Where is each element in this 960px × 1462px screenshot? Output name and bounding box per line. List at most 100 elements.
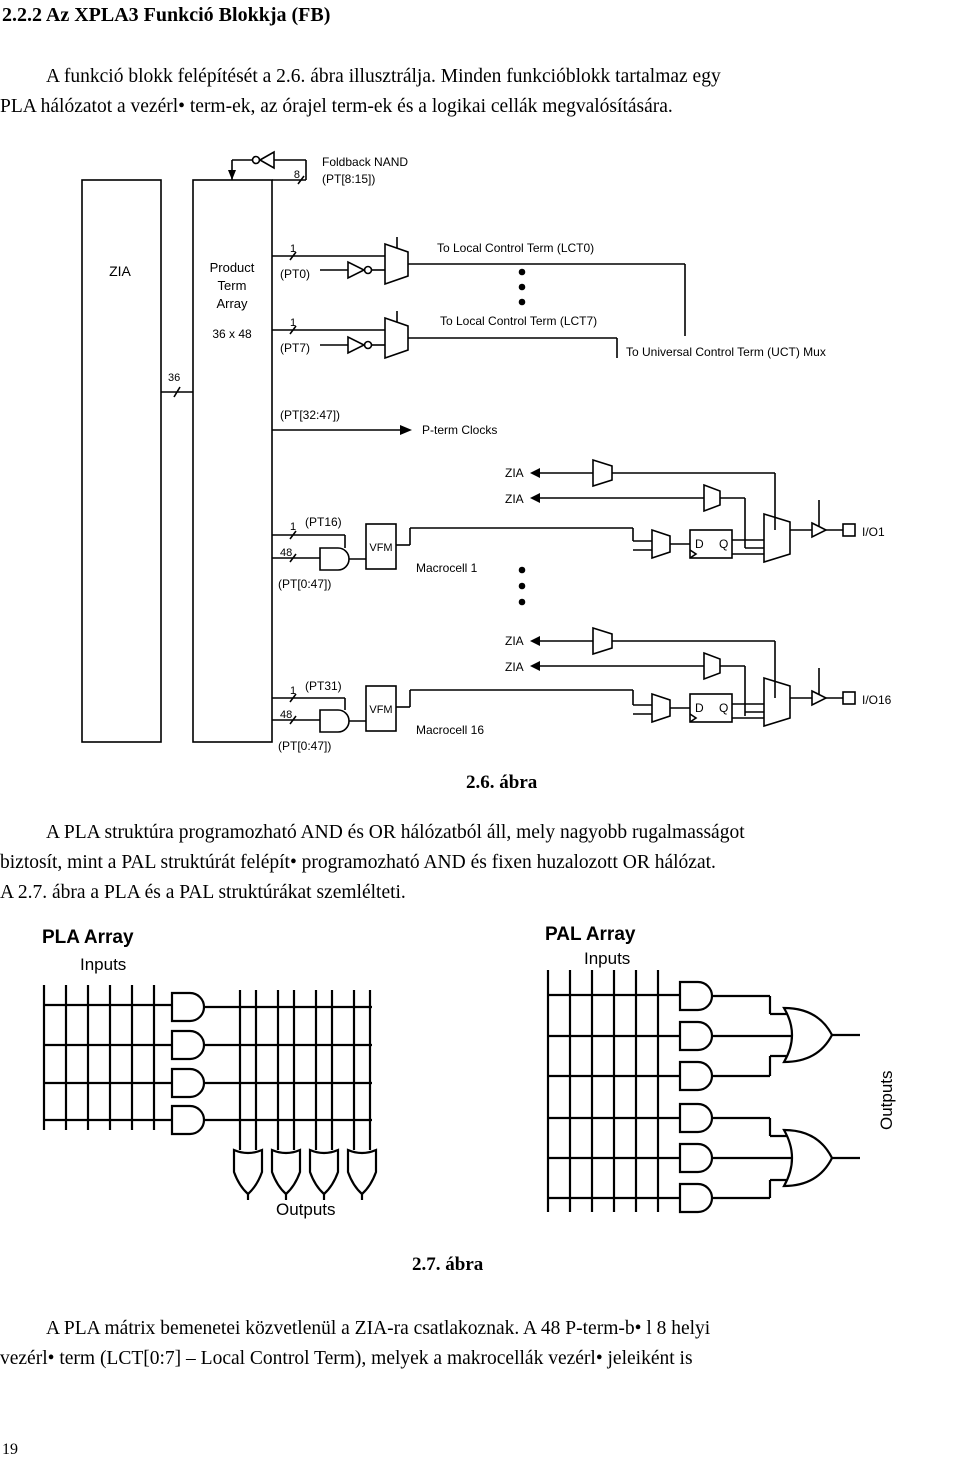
svg-text:(PT[0:47]): (PT[0:47]) xyxy=(278,739,331,753)
intro-line-1: A funkció blokk felépítését a 2.6. ábra … xyxy=(46,66,721,87)
svg-text:Q: Q xyxy=(719,537,728,551)
and-gate-icon xyxy=(678,1102,714,1134)
or-gate-icon xyxy=(308,1148,340,1196)
figure-2-7-caption: 2.7. ábra xyxy=(412,1254,484,1275)
and-gate-icon xyxy=(678,1182,714,1214)
and-gate-icon xyxy=(678,1020,714,1052)
io16-label: I/O16 xyxy=(862,693,892,707)
pta-label-1: Product xyxy=(210,260,255,275)
pla-line-3: A 2.7. ábra a PLA és a PAL struktúrákat … xyxy=(0,882,406,903)
mux-icon xyxy=(651,528,671,560)
or-gate-icon xyxy=(782,1128,834,1188)
svg-text:48: 48 xyxy=(280,547,292,559)
svg-text:(PT[0:47]): (PT[0:47]) xyxy=(278,577,331,591)
io-pad xyxy=(842,523,856,537)
matrix-line-2: vezérl• term (LCT[0:7] – Local Control T… xyxy=(0,1348,693,1369)
foldback-label-2: (PT[8:15]) xyxy=(322,172,375,186)
inverter-icon xyxy=(347,335,366,355)
pla-paragraph: A PLA struktúra programozható AND és OR … xyxy=(0,818,958,908)
macrocell-16: ZIA ZIA 1 (PT31) 48 (PT[0:47]) VFM Macro… xyxy=(272,626,892,753)
and-gate-icon xyxy=(170,1067,206,1099)
pal-array-diagram: PAL Array Inputs xyxy=(545,924,896,1214)
svg-text:1: 1 xyxy=(290,317,296,329)
or-gate-icon xyxy=(782,1006,834,1064)
section-heading: 2.2.2 Az XPLA3 Funkció Blokkja (FB) xyxy=(2,4,331,26)
d-flipflop xyxy=(689,529,733,559)
mux-icon xyxy=(384,316,409,360)
figure-2-6-xpla3-function-block: ZIA 36 Product Term Array 36 x 48 8 Fold… xyxy=(81,150,892,753)
mux-icon xyxy=(703,651,721,681)
buffer-icon xyxy=(811,521,828,539)
vfm-block xyxy=(365,523,397,570)
svg-text:ZIA: ZIA xyxy=(505,466,524,480)
page-number: 19 xyxy=(2,1441,18,1458)
pla-line-1: A PLA struktúra programozható AND és OR … xyxy=(46,822,745,843)
mux-icon xyxy=(592,458,613,488)
and-gate-icon xyxy=(319,547,350,571)
or-gate-icon xyxy=(270,1148,302,1196)
pla-inputs-label: Inputs xyxy=(80,955,126,974)
pta-label-3: Array xyxy=(216,296,248,311)
pt0-label: (PT0) xyxy=(280,267,310,281)
or-gate-icon xyxy=(232,1148,264,1196)
svg-text:(PT31): (PT31) xyxy=(305,679,342,693)
mux-icon xyxy=(651,692,671,724)
pal-title: PAL Array xyxy=(545,924,636,945)
matrix-line-1: A PLA mátrix bemenetei közvetlenül a ZIA… xyxy=(46,1318,711,1339)
svg-text:8: 8 xyxy=(294,169,300,181)
figure-2-7-pla-pal-arrays: PLA Array Inputs xyxy=(42,924,896,1219)
pla-line-2: biztosít, mint a PAL struktúrát felépít•… xyxy=(0,852,716,873)
foldback-nand-icon xyxy=(258,150,275,170)
mux-icon xyxy=(703,483,721,513)
svg-text:Macrocell 16: Macrocell 16 xyxy=(416,723,484,737)
pal-outputs-label: Outputs xyxy=(877,1070,896,1130)
svg-text:Macrocell 1: Macrocell 1 xyxy=(416,561,478,575)
svg-text:VFM: VFM xyxy=(369,542,392,554)
svg-text:VFM: VFM xyxy=(369,704,392,716)
pta-size-label: 36 x 48 xyxy=(212,327,252,341)
foldback-label-1: Foldback NAND xyxy=(322,155,408,169)
arrow-right-icon xyxy=(400,425,412,435)
svg-text:48: 48 xyxy=(280,709,292,721)
lct0-label: To Local Control Term (LCT0) xyxy=(437,241,594,255)
mux-icon xyxy=(763,676,791,728)
mux-icon xyxy=(384,242,409,286)
pterm-clocks-label: P-term Clocks xyxy=(422,423,497,437)
d-flipflop xyxy=(689,693,733,723)
svg-text:1: 1 xyxy=(290,243,296,255)
uct-label: To Universal Control Term (UCT) Mux xyxy=(626,345,826,359)
svg-text:(PT16): (PT16) xyxy=(305,515,342,529)
inverter-icon xyxy=(347,260,366,280)
pla-array-diagram: PLA Array Inputs xyxy=(42,927,378,1219)
svg-text:1: 1 xyxy=(290,521,296,533)
and-gate-icon xyxy=(170,1104,206,1136)
svg-text:D: D xyxy=(695,537,704,551)
macrocell-1: ZIA ZIA 1 (PT16) 48 (PT[0:47]) VFM Macro… xyxy=(272,458,885,591)
pla-outputs-label: Outputs xyxy=(276,1200,336,1219)
pla-matrix-paragraph: A PLA mátrix bemenetei közvetlenül a ZIA… xyxy=(0,1314,958,1374)
svg-text:ZIA: ZIA xyxy=(505,492,524,506)
svg-text:ZIA: ZIA xyxy=(505,634,524,648)
and-gate-icon xyxy=(319,709,350,733)
svg-text:D: D xyxy=(695,701,704,715)
and-gate-icon xyxy=(678,1060,714,1092)
lct7-label: To Local Control Term (LCT7) xyxy=(440,314,597,328)
zia-label: ZIA xyxy=(109,263,131,279)
mux-icon xyxy=(763,512,791,564)
io1-label: I/O1 xyxy=(862,525,885,539)
bus-36-label: 36 xyxy=(168,372,180,384)
pt7-label: (PT7) xyxy=(280,341,310,355)
svg-text:ZIA: ZIA xyxy=(505,660,524,674)
svg-text:1: 1 xyxy=(290,685,296,697)
pla-title: PLA Array xyxy=(42,927,134,948)
svg-text:Q: Q xyxy=(719,701,728,715)
vfm-block xyxy=(365,685,397,732)
and-gate-icon xyxy=(678,1142,714,1174)
intro-line-2: PLA hálózatot a vezérl• term-ek, az óraj… xyxy=(0,96,673,117)
pal-inputs-label: Inputs xyxy=(584,949,630,968)
and-gate-icon xyxy=(170,991,206,1023)
figure-2-6-caption: 2.6. ábra xyxy=(466,772,538,793)
pt3247-label: (PT[32:47]) xyxy=(280,408,340,422)
pta-label-2: Term xyxy=(218,278,247,293)
mux-icon xyxy=(592,626,613,656)
